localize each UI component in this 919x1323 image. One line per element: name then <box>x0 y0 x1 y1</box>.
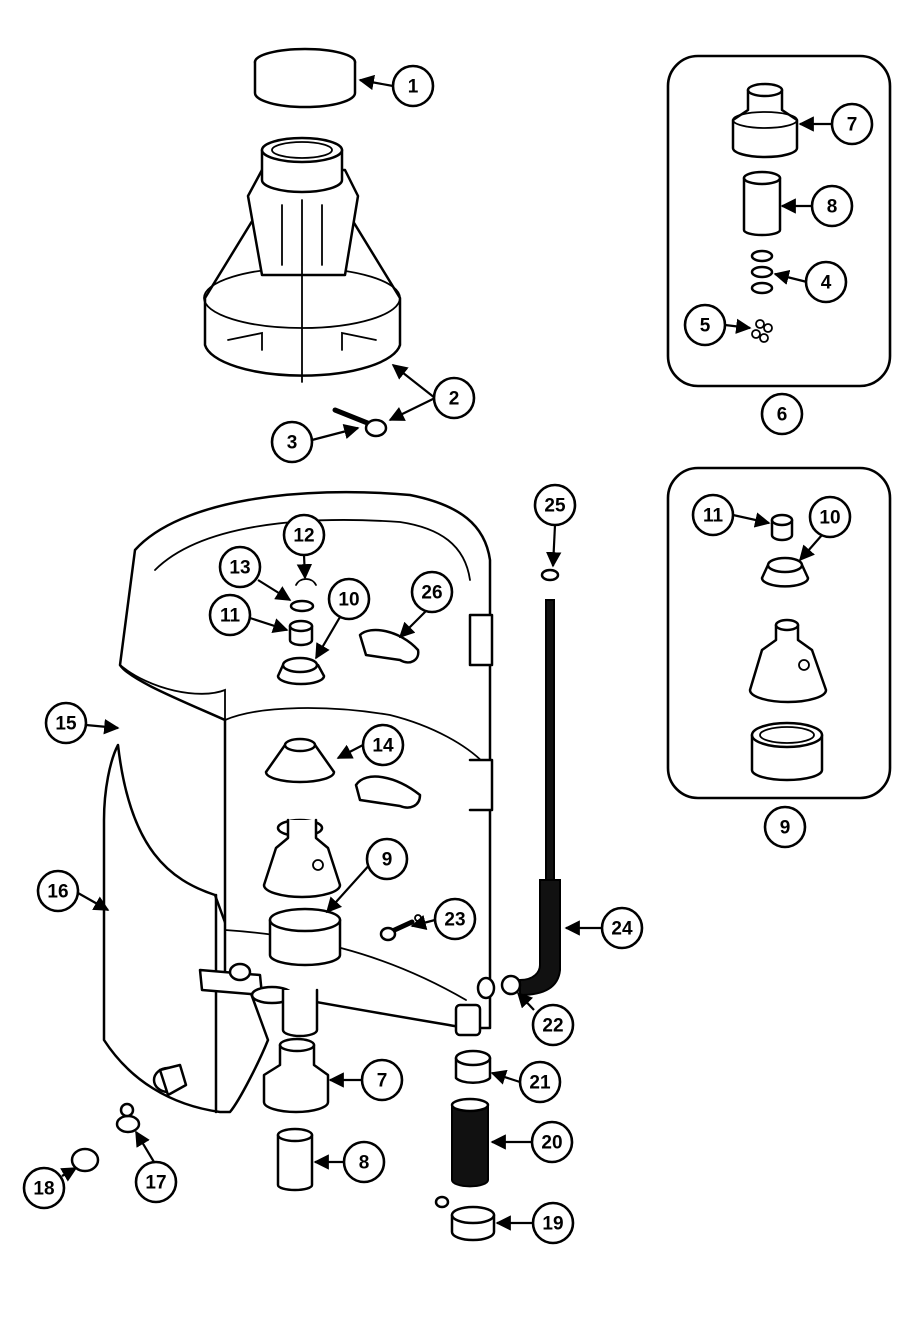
part-16-outer-tub <box>102 743 270 1114</box>
part-1-cap <box>253 47 357 109</box>
svg-text:12: 12 <box>293 526 314 547</box>
callout-24: 24 <box>600 906 644 950</box>
callout-19: 19 <box>531 1201 575 1245</box>
kit-9-part-drive-block <box>748 618 828 704</box>
svg-text:4: 4 <box>821 273 832 294</box>
svg-text:20: 20 <box>541 1133 562 1154</box>
svg-text:3: 3 <box>287 433 298 454</box>
callout-12: 12 <box>282 513 326 557</box>
callout-9: 9 <box>365 837 409 881</box>
svg-text:23: 23 <box>444 910 465 931</box>
callout-14: 14 <box>361 723 405 767</box>
svg-text:7: 7 <box>847 115 858 136</box>
svg-text:15: 15 <box>55 714 77 735</box>
part-9-hub-assembly <box>262 818 342 1038</box>
kit-6-box <box>666 54 892 388</box>
svg-text:8: 8 <box>359 1153 370 1174</box>
callout-6: 6 <box>760 392 804 436</box>
baffle-lower <box>354 775 422 809</box>
callout-26: 26 <box>410 570 454 614</box>
svg-text:19: 19 <box>542 1214 563 1235</box>
callout-15: 15 <box>44 701 88 745</box>
svg-text:7: 7 <box>377 1071 388 1092</box>
svg-text:21: 21 <box>529 1073 551 1094</box>
callout-7: 7 <box>360 1058 404 1102</box>
kit-6-part-5-small-rings <box>751 319 773 343</box>
svg-text:25: 25 <box>544 496 566 517</box>
svg-text:10: 10 <box>338 590 359 611</box>
kit-9-box <box>666 466 892 800</box>
callout-8: 8 <box>342 1140 386 1184</box>
part-8-sleeve <box>276 1127 314 1192</box>
callout-21: 21 <box>518 1060 562 1104</box>
part-7-bearing <box>262 1037 330 1114</box>
svg-text:2: 2 <box>449 389 460 410</box>
part-22-clamp <box>500 974 522 996</box>
part-3-bolt <box>332 407 388 438</box>
svg-text:18: 18 <box>33 1179 54 1200</box>
svg-text:6: 6 <box>777 405 788 426</box>
kit-6-part-7 <box>731 82 799 159</box>
kit-9-part-bearing <box>750 721 824 782</box>
svg-text:5: 5 <box>700 316 711 337</box>
callout-10: 10 <box>327 577 371 621</box>
callout-18: 18 <box>22 1166 66 1210</box>
svg-text:26: 26 <box>421 583 442 604</box>
callout-11: 11 <box>208 593 252 637</box>
callout-17: 17 <box>134 1160 178 1204</box>
svg-text:11: 11 <box>703 506 724 527</box>
callout-22: 22 <box>531 1003 575 1047</box>
leader-lines <box>60 74 833 1231</box>
svg-text:14: 14 <box>372 736 394 757</box>
part-2-agitator <box>203 136 402 383</box>
svg-text:13: 13 <box>229 558 250 579</box>
part-20-hose <box>450 1097 490 1188</box>
part-21-nut <box>454 1049 492 1084</box>
callout-3: 3 <box>270 420 314 464</box>
part-17-clamp <box>115 1102 141 1134</box>
callout-10-kit: 10 <box>808 495 852 539</box>
callout-5: 5 <box>683 303 727 347</box>
kit-6-part-4-rings <box>750 249 774 295</box>
part-13-washer <box>289 599 315 613</box>
part-11-seal <box>288 619 314 647</box>
callout-9-kit: 9 <box>763 805 807 849</box>
callout-2: 2 <box>432 376 476 420</box>
callout-8-kit: 8 <box>810 184 854 228</box>
callout-13: 13 <box>218 545 262 589</box>
callout-7-kit: 7 <box>830 102 874 146</box>
svg-text:10: 10 <box>819 508 840 529</box>
svg-text:8: 8 <box>827 197 838 218</box>
svg-text:9: 9 <box>780 818 791 839</box>
kit-9-part-11 <box>770 513 794 542</box>
part-25-ring <box>540 568 560 582</box>
part-24-hose <box>519 599 561 997</box>
svg-text:1: 1 <box>408 77 419 98</box>
part-10-nut <box>276 656 326 686</box>
kit-9-part-10 <box>760 556 810 588</box>
part-18-plug <box>70 1147 100 1173</box>
svg-text:22: 22 <box>542 1016 563 1037</box>
svg-text:11: 11 <box>220 606 241 627</box>
callout-20: 20 <box>530 1120 574 1164</box>
callout-1: 1 <box>391 64 435 108</box>
callout-23: 23 <box>433 897 477 941</box>
svg-text:16: 16 <box>47 882 68 903</box>
part-26-clip <box>358 628 420 664</box>
part-19-clamp <box>434 1195 496 1242</box>
svg-text:17: 17 <box>145 1173 166 1194</box>
kit-6-part-8 <box>742 170 782 237</box>
callout-16: 16 <box>36 869 80 913</box>
callout-11-kit: 11 <box>691 493 735 537</box>
svg-text:9: 9 <box>382 850 393 871</box>
callout-4: 4 <box>804 260 848 304</box>
svg-text:24: 24 <box>611 919 633 940</box>
part-14-seal <box>264 737 336 784</box>
callout-25: 25 <box>533 483 577 527</box>
